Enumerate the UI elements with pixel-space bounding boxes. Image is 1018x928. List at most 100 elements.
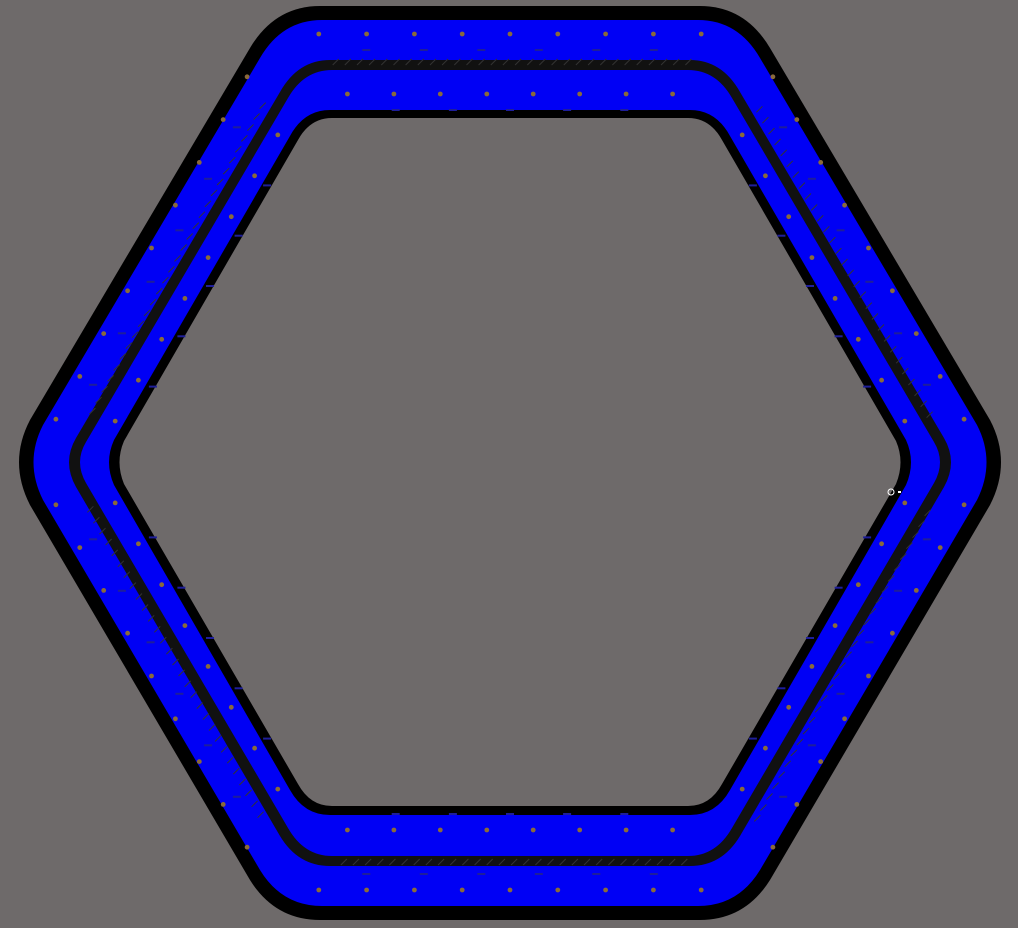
trace-hatch: [871, 313, 879, 320]
trace-hatch: [912, 531, 919, 539]
trace-hatch: [251, 800, 258, 808]
silk-mark: [448, 109, 457, 111]
trace-hatch: [875, 596, 883, 604]
trace-hatch: [539, 58, 546, 66]
trace-hatch: [117, 560, 125, 568]
via: [228, 704, 234, 710]
silk-mark: [175, 692, 184, 695]
trace-hatch: [802, 727, 810, 735]
trace-hatch: [340, 858, 348, 866]
trace-hatch: [441, 58, 449, 66]
trace-hatch: [816, 215, 824, 222]
trace-hatch: [449, 858, 457, 866]
trace-hatch: [808, 716, 816, 724]
silk-mark: [894, 332, 903, 335]
trace-hatch: [380, 58, 388, 66]
trace-hatch: [413, 858, 421, 866]
via: [530, 827, 536, 833]
silk-mark: [206, 285, 214, 287]
silk-mark: [563, 109, 572, 111]
trace-hatch: [648, 58, 656, 66]
via: [275, 132, 281, 138]
via: [818, 160, 824, 165]
trace-hatch: [551, 58, 558, 66]
trace-hatch: [563, 58, 571, 66]
trace-hatch: [131, 331, 139, 339]
silk-mark: [148, 536, 157, 539]
trace-hatch: [192, 222, 200, 229]
trace-hatch: [790, 749, 798, 757]
trace-hatch: [234, 145, 242, 153]
silk-mark: [620, 109, 629, 111]
via: [196, 759, 202, 764]
trace-hatch: [839, 662, 846, 669]
via: [937, 545, 943, 550]
silk-mark: [234, 234, 243, 237]
via: [101, 588, 107, 593]
board-cutout: [119, 118, 901, 806]
trace-hatch: [111, 549, 119, 557]
trace-hatch: [680, 858, 688, 866]
trace-hatch: [376, 858, 384, 866]
trace-hatch: [772, 782, 779, 789]
silk-mark: [234, 687, 243, 690]
via: [603, 31, 608, 37]
trace-hatch: [804, 193, 812, 200]
via: [196, 160, 202, 165]
via: [794, 117, 800, 122]
trace-hatch: [756, 105, 763, 113]
trace-hatch: [526, 58, 534, 66]
trace-hatch: [660, 58, 668, 66]
via: [809, 664, 815, 669]
via: [182, 296, 188, 301]
via: [125, 288, 130, 294]
silk-mark: [89, 383, 98, 386]
trace-hatch: [474, 858, 481, 866]
trace-hatch: [924, 509, 931, 517]
via: [832, 296, 838, 301]
trace-hatch: [259, 102, 267, 109]
trace-hatch: [760, 804, 767, 811]
silk-mark: [620, 813, 629, 815]
trace-hatch: [239, 778, 246, 786]
silk-mark: [89, 538, 98, 541]
trace-hatch: [510, 858, 518, 866]
via: [101, 331, 107, 336]
cursor-marker: [887, 488, 895, 496]
silk-mark: [807, 177, 816, 180]
via: [651, 887, 656, 893]
via: [937, 374, 943, 379]
via: [205, 664, 211, 669]
via-group: [53, 31, 967, 893]
trace-hatch: [547, 858, 554, 866]
trace-hatch: [587, 58, 595, 66]
silk-mark: [117, 332, 126, 335]
via: [555, 31, 561, 37]
trace-hatch: [828, 236, 836, 244]
trace-hatch: [478, 58, 485, 66]
trace-hatch: [155, 287, 163, 295]
via: [459, 887, 465, 893]
silk-mark: [506, 813, 514, 815]
trace-hatch: [847, 269, 854, 277]
trace-hatch: [895, 356, 903, 364]
trace-hatch: [226, 756, 234, 764]
via: [173, 202, 178, 208]
trace-hatch: [216, 178, 224, 186]
trace-hatch: [186, 233, 194, 240]
via: [53, 502, 59, 508]
via: [623, 827, 629, 833]
via: [809, 255, 815, 260]
via: [275, 786, 281, 792]
via: [173, 716, 178, 722]
via: [220, 117, 226, 122]
trace-hatch: [87, 505, 94, 513]
trace-hatch: [405, 58, 412, 66]
trace-hatch: [141, 604, 149, 611]
via: [220, 802, 226, 807]
silk-mark: [748, 184, 757, 187]
trace-hatch: [364, 858, 372, 866]
via: [842, 716, 847, 722]
